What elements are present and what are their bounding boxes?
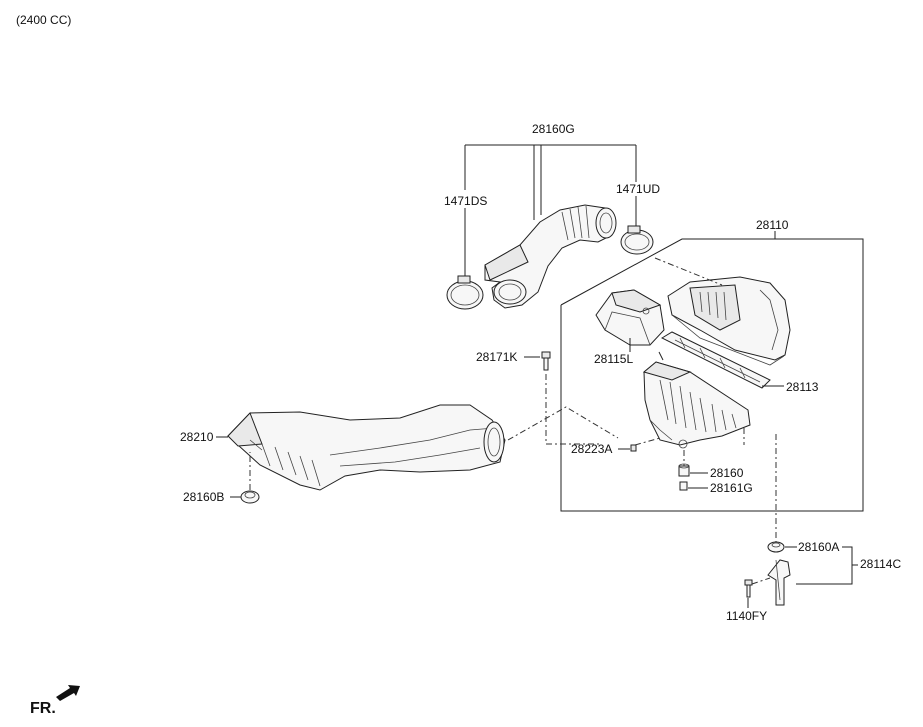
bracket-28114C: 28160A 28114C [767, 540, 901, 606]
engine-label: (2400 CC) [16, 13, 71, 27]
label-1140FY: 1140FY [726, 609, 767, 623]
label-1471DS: 1471DS [444, 194, 487, 208]
front-arrow-icon [56, 685, 80, 701]
label-28223A: 28223A [571, 442, 612, 456]
collar-28161G: 28161G [679, 481, 753, 495]
hose-clamp-1471UD [620, 225, 654, 255]
assembly-guide-lines [507, 257, 777, 542]
label-28160G: 28160G [532, 122, 575, 136]
front-label: FR. [30, 700, 56, 717]
air-cleaner-lower-case [642, 351, 751, 449]
callout-28160G: 28160G 1471DS 1471UD [444, 122, 660, 282]
front-indicator: FR. [30, 685, 80, 717]
bolt-1140FY: 1140FY [726, 577, 771, 623]
label-28161G: 28161G [710, 481, 753, 495]
label-28160B: 28160B [183, 490, 224, 504]
bolt-28171K: 28171K [476, 350, 551, 371]
hose-clamp-1471DS [446, 275, 484, 310]
label-28114C: 28114C [860, 557, 901, 571]
label-28115L: 28115L [594, 352, 633, 366]
air-duct-28210: 28210 [180, 404, 506, 491]
label-28160: 28160 [710, 466, 744, 480]
label-28210: 28210 [180, 430, 214, 444]
clip-28223A: 28223A [571, 442, 637, 456]
grommet-28160B: 28160B [183, 452, 260, 504]
callout-28110: 28110 [560, 218, 864, 512]
label-28160A: 28160A [798, 540, 839, 554]
label-28110: 28110 [756, 218, 789, 232]
label-28113: 28113 [786, 380, 819, 394]
air-filter-28113: 28113 [660, 331, 819, 394]
intake-hose-28160G [484, 204, 617, 309]
mount-rubber-28160: 28160 [678, 463, 744, 480]
label-28171K: 28171K [476, 350, 517, 364]
resonator-28115L: 28115L [594, 289, 665, 366]
label-1471UD: 1471UD [616, 182, 660, 196]
air-cleaner-cover [667, 276, 791, 366]
